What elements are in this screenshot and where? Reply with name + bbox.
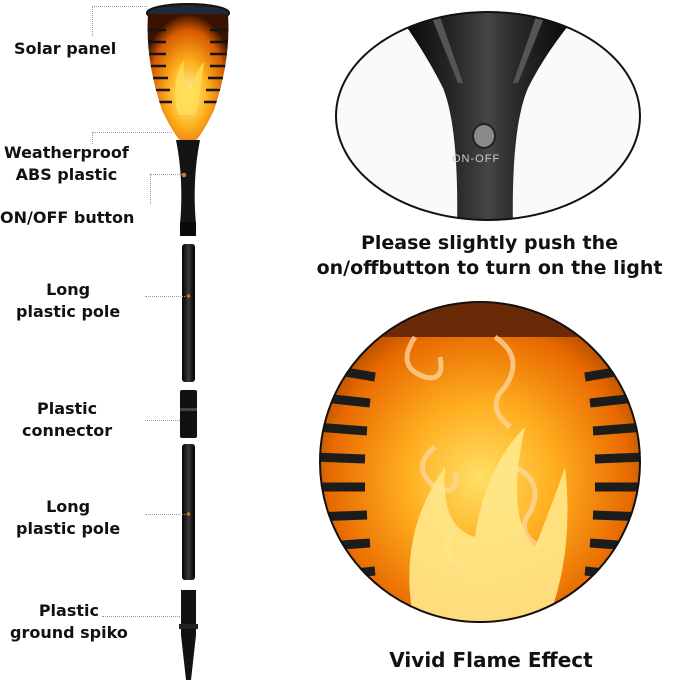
label-ground-spike-line1: Plastic (38, 601, 99, 620)
leader-onoff (150, 174, 184, 175)
switch-closeup (335, 11, 641, 221)
leader-weatherproof-v (92, 132, 93, 144)
label-onoff-button-text: ON/OFF button (0, 208, 135, 227)
label-connector-line1: Plastic (36, 399, 98, 418)
spike-shape (181, 590, 196, 680)
label-pole-2: Long plastic pole (16, 496, 120, 540)
label-ground-spike: Plastic ground spiko (10, 600, 128, 644)
leader-onoff-v (150, 174, 151, 204)
label-pole-2-line2: plastic pole (16, 519, 121, 538)
label-solar-panel-text: Solar panel (14, 39, 117, 58)
power-button-icon (472, 123, 496, 149)
switch-text: ON-OFF (452, 153, 501, 165)
label-pole-1: Long plastic pole (16, 279, 120, 323)
pole-2 (182, 444, 195, 580)
leader-spike (102, 616, 180, 617)
label-weatherproof-line1: Weatherproof (4, 143, 129, 162)
label-connector: Plastic connector (22, 398, 112, 442)
label-ground-spike-line2: ground spiko (10, 623, 128, 642)
leader-solar (92, 6, 147, 7)
leader-connector (145, 420, 180, 421)
label-onoff-button: ON/OFF button (0, 207, 134, 229)
leader-weatherproof (92, 132, 172, 133)
label-pole-1-line2: plastic pole (16, 302, 121, 321)
flame-caption: Vivid Flame Effect (315, 648, 667, 673)
flame-caption-text: Vivid Flame Effect (389, 648, 593, 672)
label-pole-1-line1: Long (46, 280, 91, 299)
pole-1 (182, 244, 195, 382)
leader-solar-v (92, 6, 93, 36)
flame-circle (319, 301, 641, 623)
closeup-caption-line2: on/offbutton to turn on the light (316, 257, 663, 279)
label-connector-line2: connector (22, 421, 113, 440)
leader-pole2 (145, 514, 185, 515)
label-weatherproof-line2: ABS plastic (15, 165, 118, 184)
closeup-body (393, 12, 583, 220)
label-pole-2-line1: Long (46, 497, 91, 516)
closeup-caption-line1: Please slightly push the (360, 232, 619, 254)
closeup-caption: Please slightly push the on/offbutton to… (300, 231, 679, 281)
label-weatherproof: Weatherproof ABS plastic (4, 142, 129, 186)
label-solar-panel: Solar panel (14, 38, 116, 60)
leader-pole1 (145, 296, 185, 297)
connector-shape (180, 390, 197, 438)
torch-head (147, 14, 229, 148)
torch-diagram (146, 3, 230, 680)
weatherproof-neck (176, 140, 200, 225)
